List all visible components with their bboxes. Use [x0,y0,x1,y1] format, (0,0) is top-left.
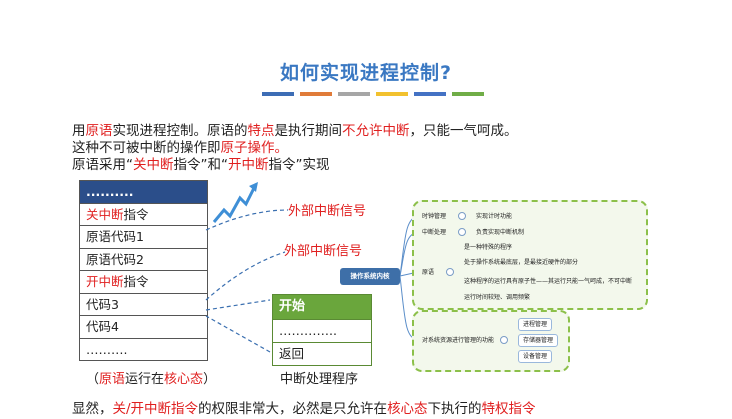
mm-primitive-circle-icon [446,268,454,276]
stack-row-6: 代码4 [80,315,207,338]
mm-primitive-p2: 处于操作系统最底层，是最接近硬件的部分 [464,259,579,266]
text-line-2: 这种不可被中断的操作即原子操作。 [72,139,288,157]
mindmap-root: 操作系统内核 [340,268,400,285]
t: 运行在 [125,372,165,387]
stripe-5 [414,92,446,96]
t: 用 [72,123,86,139]
external-interrupt-signal-2: 外部中断信号 [284,244,363,259]
stack-row-7: ………. [80,337,207,360]
t-red: 特点 [247,123,275,139]
stack-caption: （原语运行在核心态） [86,368,216,387]
t-red: 原语 [99,372,126,387]
t: 显然， [72,401,113,417]
mm-interrupt-circle-icon [458,228,466,236]
mm-resource-mgmt: 对系统资源进行管理的功能 [422,337,495,344]
t-red: 关中断 [133,157,174,173]
return-from-isr-line [205,315,271,353]
stack-row-4: 开中断指令 [80,270,207,293]
isr-caption: 中断处理程序 [280,372,359,387]
mm-clock: 时钟管理 [422,213,447,220]
t: ，只能一气呵成。 [409,123,518,139]
t: ） [203,372,217,387]
mm-resource-circle-icon [500,336,508,344]
stripe-6 [452,92,484,96]
lightning-arrow [212,187,256,223]
mm-device-mgmt: 设备管理 [518,350,553,363]
stack-row-1: 关中断指令 [80,202,207,225]
t-red: 核心态 [164,372,204,387]
signal-2-dashed-line [205,251,286,301]
mm-primitive-p4: 运行时间较短、调用频繁 [464,294,531,301]
t-red: 关/开中断指令 [112,401,199,417]
lightning-arrow-head [249,182,258,192]
t: 指令”实现 [268,157,330,173]
interrupt-handler-box: 开始 ………….. 返回 [272,294,372,366]
slide-title: 如何实现进程控制? [279,62,453,84]
mindmap-group-kernel [412,200,648,310]
t-red: 原子操作。 [220,140,289,156]
t-red: 原语 [85,123,113,139]
t-red: 不允许中断 [342,123,410,139]
stack-row-2: 原语代码1 [80,225,207,248]
text-line-1: 用原语实现进程控制。原语的特点是执行期间不允许中断，只能一气呵成。 [72,122,518,140]
t: （ [86,372,100,387]
row-text: 指令 [123,206,149,222]
t-red: 核心态 [387,401,428,417]
mm-clock-circle-icon [458,212,466,220]
mm-memory-mgmt: 存储器管理 [518,334,559,347]
mm-interrupt-desc: 负责实现中断机制 [476,229,525,236]
t: 实现进程控制。原语的 [112,123,248,139]
mm-primitive: 原语 [422,269,435,276]
stripe-4 [376,92,408,96]
row-text: 关中断 [86,206,124,222]
t-red: 特权指令 [481,401,536,417]
text-line-3: 原语采用“关中断指令”和“开中断指令”实现 [72,156,330,174]
mm-primitive-p1: 是一种特殊的程序 [464,244,513,251]
isr-return: 返回 [273,342,371,365]
row-text: 代码4 [86,319,119,334]
stack-row-3: 原语代码2 [80,247,207,270]
t: 是执行期间 [274,123,343,139]
isr-start: 开始 [273,295,371,319]
t: 的权限非常大，必然是只允许在 [198,401,388,417]
t: 指令”和“ [173,157,229,173]
row-text: 开中断 [86,274,124,289]
row-text: 原语代码2 [86,251,144,267]
t-red: 开中断 [228,157,269,173]
signal-1-dashed-line [205,209,289,231]
instruction-stack: .......... 关中断指令 原语代码1 原语代码2 开中断指令 代码3 代… [79,180,208,361]
mm-interrupt: 中断处理 [422,229,447,236]
row-text: ………. [86,341,128,357]
mm-primitive-p3: 这种程序的运行具有原子性——其运行只能一气呵成，不可中断 [464,278,633,285]
t: 原语采用“ [72,157,133,173]
t: 下执行的 [427,401,482,417]
footer-text: 显然，关/开中断指令的权限非常大，必然是只允许在核心态下执行的特权指令 [72,400,536,418]
isr-body: ………….. [273,319,371,342]
row-text: 原语代码1 [86,229,144,244]
mm-clock-desc: 实现计时功能 [476,213,513,220]
external-interrupt-signal-1: 外部中断信号 [288,204,367,219]
stripe-2 [300,92,332,96]
stack-head: .......... [80,181,207,203]
jump-to-isr-line [205,299,271,311]
row-text: 代码3 [86,296,119,312]
mm-process-mgmt: 进程管理 [518,318,553,331]
stack-row-5: 代码3 [80,292,207,315]
t: 这种不可被中断的操作即 [72,140,221,156]
row-text: 指令 [123,274,149,289]
stripe-3 [338,92,370,96]
title-color-stripes [262,92,484,96]
stripe-1 [262,92,294,96]
